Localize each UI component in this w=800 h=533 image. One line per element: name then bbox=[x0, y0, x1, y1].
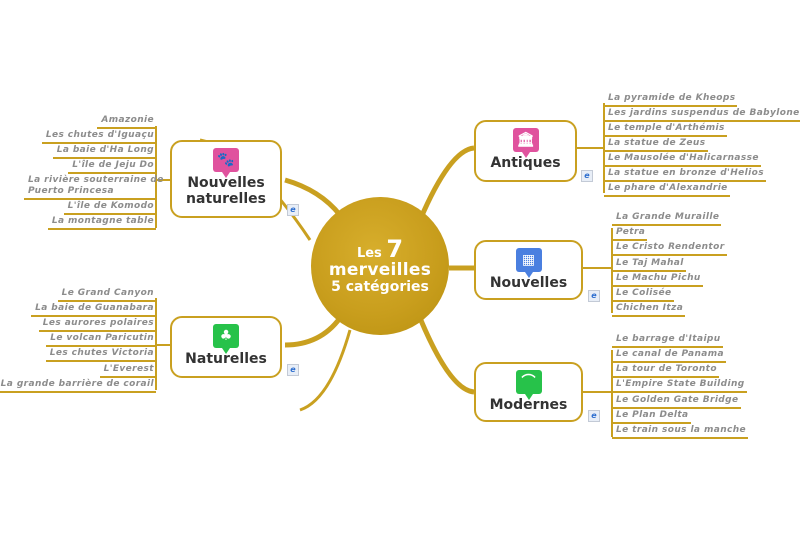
topic-label: Nouvelles bbox=[489, 275, 568, 291]
leaf-item[interactable]: Le Mausolée d'Halicarnasse bbox=[604, 153, 761, 167]
leaf-item[interactable]: La baie d'Ha Long bbox=[52, 145, 156, 159]
leaf-item[interactable]: Chichen Itza bbox=[612, 303, 686, 317]
leaf-item[interactable]: La tour de Toronto bbox=[612, 364, 719, 378]
hyperlink-icon[interactable]: e bbox=[588, 410, 600, 422]
bridge-icon: ⌒ bbox=[515, 370, 542, 400]
temple-icon: 🏛 bbox=[512, 128, 539, 158]
leaf-item[interactable]: Le Machu Pichu bbox=[612, 273, 703, 287]
leaf-item[interactable]: Les chutes Victoria bbox=[45, 348, 156, 362]
topic-naturelles[interactable]: ♣ Naturelles bbox=[170, 316, 282, 378]
topic-modernes[interactable]: ⌒ Modernes bbox=[474, 362, 583, 422]
topic-antiques[interactable]: 🏛 Antiques bbox=[474, 120, 577, 182]
hyperlink-icon[interactable]: e bbox=[588, 290, 600, 302]
leaf-item[interactable]: La Grande Muraille bbox=[612, 212, 722, 226]
leaf-item[interactable]: La statue de Zeus bbox=[604, 138, 708, 152]
central-number: 7 bbox=[386, 235, 404, 264]
hyperlink-icon[interactable]: e bbox=[287, 204, 299, 216]
leaf-item[interactable]: Le Cristo Rendentor bbox=[612, 242, 727, 256]
leaf-line1: La rivière souterraine de bbox=[28, 175, 164, 185]
central-text-merveilles: merveilles bbox=[328, 260, 432, 281]
leaf-item[interactable]: Amazonie bbox=[97, 115, 156, 129]
leaf-item[interactable]: Le volcan Paricutin bbox=[46, 333, 156, 347]
leaf-item[interactable]: La statue en bronze d'Helios bbox=[604, 168, 766, 182]
leaf-item[interactable]: La montagne table bbox=[47, 216, 156, 230]
leaf-item[interactable]: Les aurores polaires bbox=[38, 318, 156, 332]
leaf-item[interactable]: Les chutes d'Iguaçu bbox=[41, 130, 156, 144]
hyperlink-icon[interactable]: e bbox=[287, 364, 299, 376]
leaf-item[interactable]: Le Taj Mahal bbox=[612, 258, 686, 272]
central-text-les: Les bbox=[356, 246, 382, 262]
leaf-item[interactable]: Le canal de Panama bbox=[612, 349, 726, 363]
paw-icon: 🐾 bbox=[213, 148, 239, 178]
leaf-item[interactable]: Le Grand Canyon bbox=[57, 288, 156, 302]
leaf-item[interactable]: L'île de Jeju Do bbox=[68, 160, 156, 174]
leaf-item[interactable]: Le Colisée bbox=[612, 288, 674, 302]
topic-nouvelles[interactable]: ▦ Nouvelles bbox=[474, 240, 583, 300]
topic-nouvelles-naturelles[interactable]: 🐾 Nouvelles naturelles bbox=[170, 140, 282, 218]
leaf-item[interactable]: La baie de Guanabara bbox=[31, 303, 156, 317]
leaf-item[interactable]: La pyramide de Kheops bbox=[604, 93, 738, 107]
leaf-item[interactable]: L'île de Komodo bbox=[63, 201, 156, 215]
leaf-item[interactable]: Le barrage d'Itaipu bbox=[612, 334, 723, 348]
leaf-item[interactable]: Petra bbox=[612, 227, 648, 241]
leaf-item[interactable]: La grande barrière de corail bbox=[0, 379, 156, 393]
topic-label: Naturelles bbox=[185, 351, 267, 367]
hyperlink-icon[interactable]: e bbox=[581, 170, 593, 182]
leaf-item[interactable]: Le phare d'Alexandrie bbox=[604, 183, 730, 197]
leaf-item[interactable]: Le temple d'Arthémis bbox=[604, 123, 727, 137]
leaf-item[interactable]: Les jardins suspendus de Babylone bbox=[604, 108, 800, 122]
leaf-item-multiline[interactable]: La rivière souterraine de Puerto Princes… bbox=[24, 175, 164, 200]
stadium-icon: ▦ bbox=[515, 248, 542, 278]
topic-label: Modernes bbox=[489, 397, 568, 413]
trees-icon: ♣ bbox=[213, 324, 239, 354]
leaf-item[interactable]: Le Plan Delta bbox=[612, 410, 691, 424]
leaf-item[interactable]: Le Golden Gate Bridge bbox=[612, 395, 741, 409]
topic-label: Antiques bbox=[490, 155, 561, 171]
leaf-item[interactable]: Le train sous la manche bbox=[612, 425, 749, 439]
topic-label-line1: Nouvelles bbox=[187, 175, 265, 191]
central-topic[interactable]: Les 7 merveilles 5 catégories bbox=[311, 197, 449, 335]
leaf-line2: Puerto Princesa bbox=[28, 186, 114, 196]
leaf-item[interactable]: L'Empire State Building bbox=[612, 379, 747, 393]
topic-label-line2: naturelles bbox=[186, 191, 266, 207]
central-text-categories: 5 catégories bbox=[331, 279, 429, 296]
leaf-item[interactable]: L'Everest bbox=[99, 364, 156, 378]
